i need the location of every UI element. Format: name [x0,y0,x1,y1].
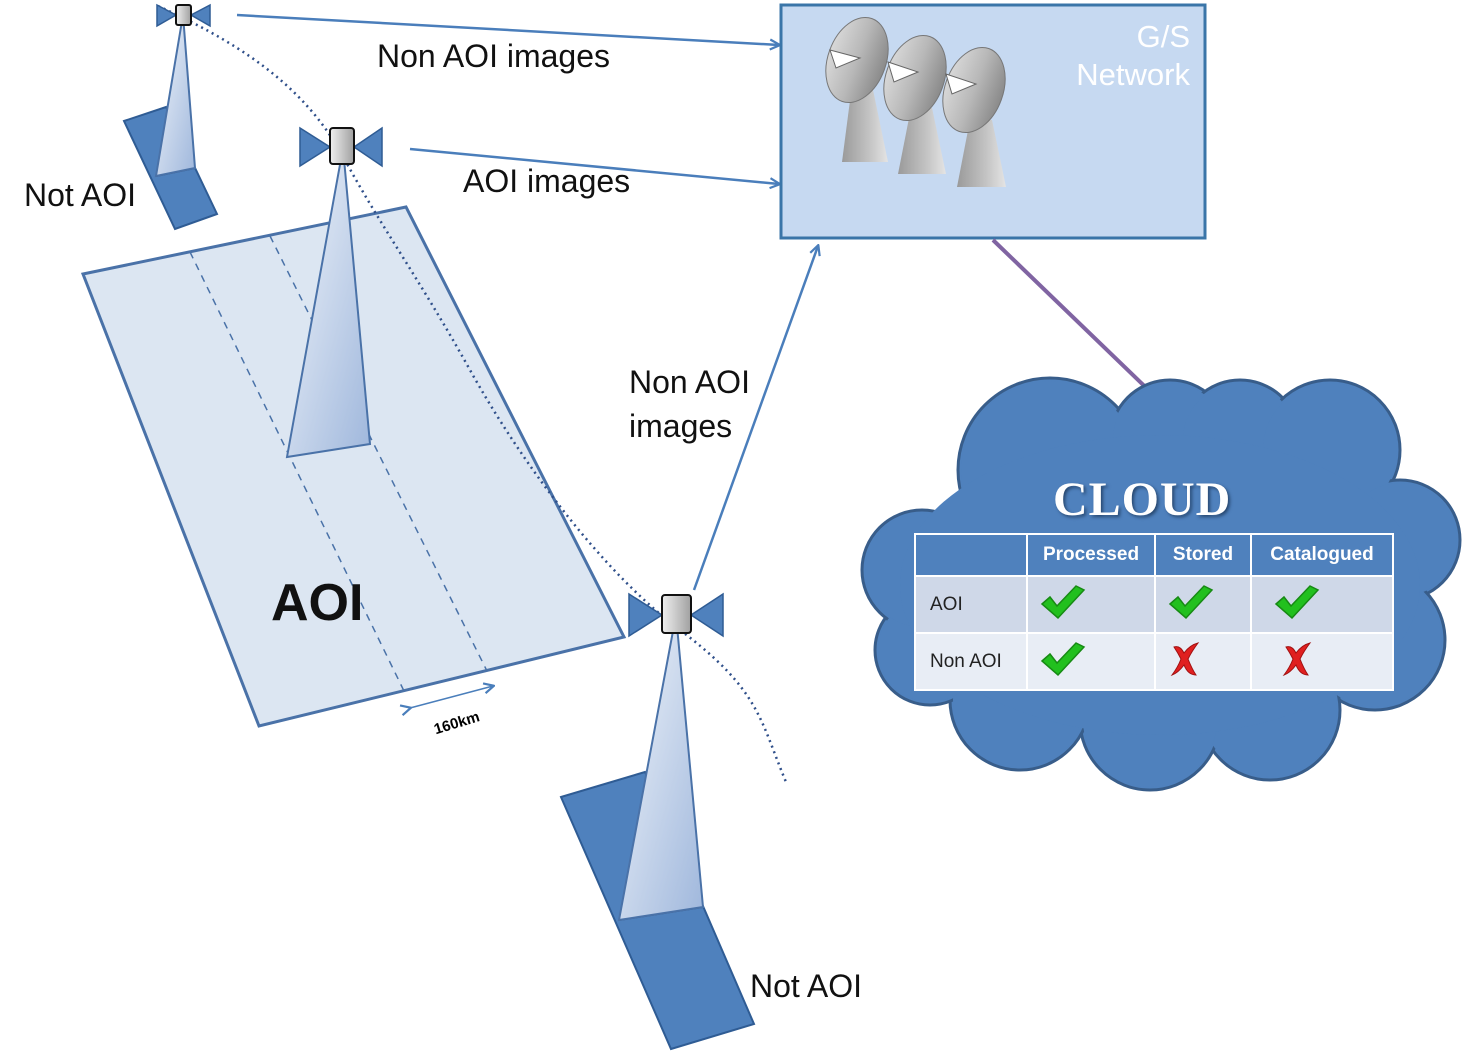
arrow-aoi [409,147,779,184]
cross-icon [1250,632,1394,691]
table-header-processed: Processed [1026,533,1156,577]
table-row: Non AOI [914,632,1394,691]
satellite-icon [156,3,211,28]
table-header-empty [914,533,1028,577]
cross-icon [1154,632,1252,691]
check-icon [1154,575,1252,634]
table-header-stored: Stored [1154,533,1252,577]
arrow-gs-to-cloud [991,238,1163,404]
arrow-non-aoi-top [236,13,779,45]
swath-width-arrow [410,686,493,708]
cloud-title: CLOUD [1053,473,1232,526]
ground-station-title-line2: Network [1076,57,1190,92]
label-aoi-images: AOI images [463,163,631,199]
check-icon [1026,632,1156,691]
antenna-icon [942,46,1006,187]
table-header-catalogued: Catalogued [1250,533,1394,577]
check-icon [1250,575,1394,634]
ground-station-title-line1: G/S [1136,19,1190,54]
antenna-icon [825,16,889,162]
table-header-row: Processed Stored Catalogued [914,533,1394,577]
label-not-aoi-top: Not AOI [24,177,137,213]
row-label: Non AOI [914,632,1028,691]
label-non-aoi-images-mid-line2: images [629,408,733,444]
row-label: AOI [914,575,1028,634]
label-non-aoi-images-top: Non AOI images [377,38,610,74]
table-row: AOI [914,575,1394,634]
antenna-icon [883,34,947,174]
satellite-icon [299,126,383,168]
check-icon [1026,575,1156,634]
aoi-region [80,205,627,728]
orbit-track [157,4,788,783]
label-aoi-region: AOI [271,574,364,632]
footprint-not-aoi-top [122,14,219,231]
footprint-not-aoi-bottom [559,614,756,1051]
ground-station-title: G/S Network [1000,18,1190,94]
label-non-aoi-images-mid-line1: Non AOI [629,364,750,400]
arrow-non-aoi-bottom [692,246,818,591]
beam-aoi [285,147,372,459]
satellite-icon [628,592,724,638]
cloud-status-table: Processed Stored Catalogued AOI Non AOI [914,533,1394,691]
label-not-aoi-bottom: Not AOI [750,968,863,1004]
